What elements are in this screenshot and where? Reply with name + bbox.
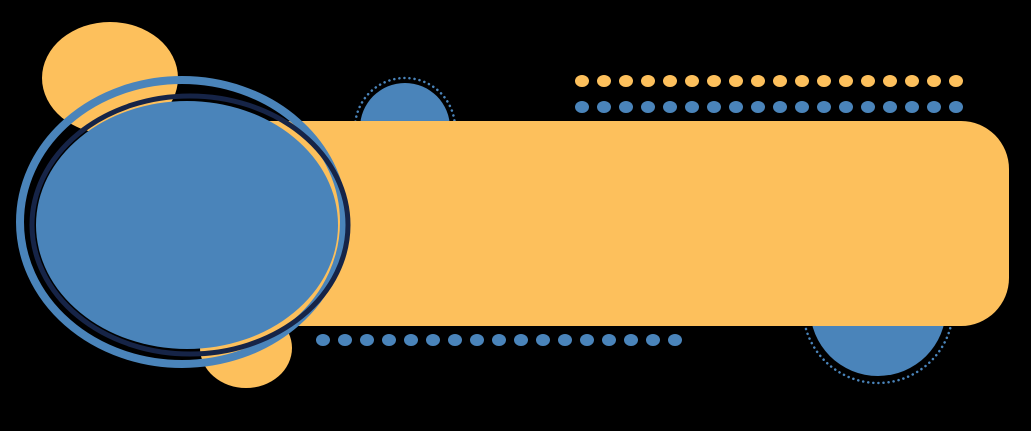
dot — [839, 101, 853, 113]
dot — [817, 101, 831, 113]
blue-disc — [36, 101, 338, 349]
dot — [949, 101, 963, 113]
dot — [575, 75, 589, 87]
dot — [707, 75, 721, 87]
dot — [861, 101, 875, 113]
dot — [707, 101, 721, 113]
dot — [751, 75, 765, 87]
dot — [949, 75, 963, 87]
dot — [619, 75, 633, 87]
dot — [817, 75, 831, 87]
dot — [597, 101, 611, 113]
dot — [360, 334, 374, 346]
dot — [316, 334, 330, 346]
dot — [514, 334, 528, 346]
dot — [795, 75, 809, 87]
dot — [338, 334, 352, 346]
outer-blue-ring — [16, 76, 348, 368]
dot — [795, 101, 809, 113]
dot — [575, 101, 589, 113]
dot — [558, 334, 572, 346]
dot — [597, 75, 611, 87]
dot — [905, 75, 919, 87]
dot — [668, 334, 682, 346]
dot — [448, 334, 462, 346]
yellow-circle-top-left — [42, 22, 178, 134]
dot — [404, 334, 418, 346]
dot — [927, 75, 941, 87]
dot — [773, 75, 787, 87]
dot — [751, 101, 765, 113]
dot — [773, 101, 787, 113]
dot — [580, 334, 594, 346]
dot — [685, 75, 699, 87]
dot — [927, 101, 941, 113]
dot — [685, 101, 699, 113]
dot — [861, 75, 875, 87]
dot — [619, 101, 633, 113]
dot — [536, 334, 550, 346]
dot — [905, 101, 919, 113]
dot — [729, 75, 743, 87]
dot — [602, 334, 616, 346]
dot-row-bottom-blue — [316, 334, 682, 346]
dot — [663, 101, 677, 113]
dot — [883, 75, 897, 87]
dot — [426, 334, 440, 346]
dot — [729, 101, 743, 113]
dot — [624, 334, 638, 346]
dot — [492, 334, 506, 346]
banner-bar — [175, 121, 1009, 326]
dot — [883, 101, 897, 113]
dot-row-top-yellow — [575, 75, 963, 87]
navy-ring — [29, 93, 351, 357]
dot — [646, 334, 660, 346]
dot — [641, 101, 655, 113]
dot — [382, 334, 396, 346]
dot-row-top-blue — [575, 101, 963, 113]
dot — [470, 334, 484, 346]
dot — [663, 75, 677, 87]
dot — [839, 75, 853, 87]
dot — [641, 75, 655, 87]
